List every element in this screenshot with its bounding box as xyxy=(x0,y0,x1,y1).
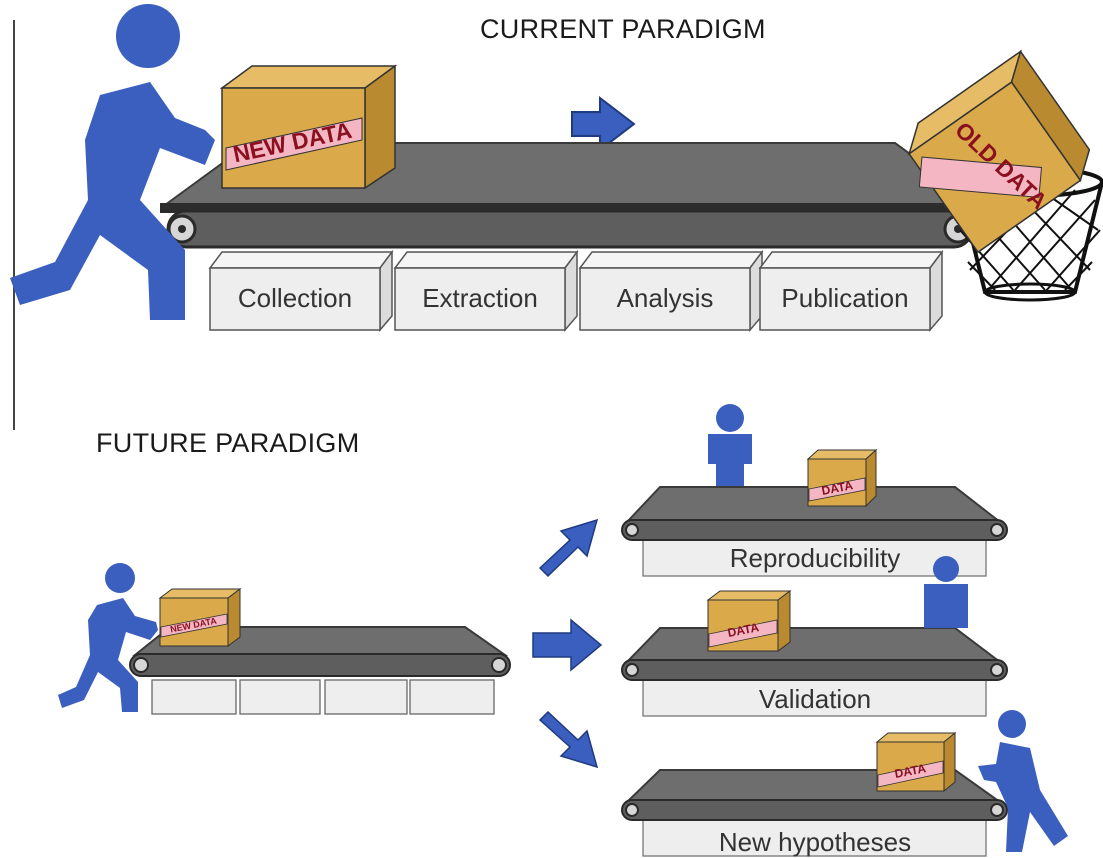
stage-label-extraction: Extraction xyxy=(422,283,538,313)
outcome-label-new-hypotheses: New hypotheses xyxy=(719,827,911,857)
arrow-right-icon xyxy=(532,618,603,672)
future-pushing-person-icon xyxy=(58,563,158,712)
validation-person-icon xyxy=(924,556,968,628)
reproducibility-data-box: DATA xyxy=(806,448,878,508)
outcome-validation: Validation xyxy=(621,627,1008,717)
stage-analysis: Analysis xyxy=(578,249,764,333)
direction-arrow-icon xyxy=(571,95,636,153)
branch-arrows xyxy=(532,518,603,769)
stage-collection: Collection xyxy=(208,249,394,333)
stage-label-analysis: Analysis xyxy=(617,283,714,313)
stage-label-publication: Publication xyxy=(781,283,908,313)
validation-data-box: DATA xyxy=(706,590,792,652)
new-hypotheses-person-icon xyxy=(978,710,1068,852)
new-hypotheses-data-box: DATA xyxy=(875,731,957,793)
stage-boxes: Collection Extraction Analysis Publicati… xyxy=(208,249,944,333)
current-paradigm-title: CURRENT PARADIGM xyxy=(480,14,766,44)
stage-extraction: Extraction xyxy=(393,249,579,333)
new-hypotheses-data-label: DATA xyxy=(893,761,927,781)
stage-publication: Publication xyxy=(758,249,944,333)
validation-data-label: DATA xyxy=(726,620,760,640)
old-data-box: OLD DATA xyxy=(907,49,1091,254)
small-stage-boxes xyxy=(151,679,495,715)
reproducibility-data-label: DATA xyxy=(820,478,854,498)
future-new-data-box: NEW DATA xyxy=(158,588,242,647)
reproducibility-person-icon xyxy=(708,404,752,486)
outcome-label-reproducibility: Reproducibility xyxy=(730,543,901,573)
stage-label-collection: Collection xyxy=(238,283,352,313)
pushing-person-icon xyxy=(10,4,215,320)
arrow-up-icon xyxy=(538,518,599,578)
new-data-box: NEW DATA xyxy=(219,64,398,190)
outcome-label-validation: Validation xyxy=(759,684,871,714)
future-paradigm-title: FUTURE PARADIGM xyxy=(96,428,360,458)
arrow-down-icon xyxy=(538,710,599,769)
